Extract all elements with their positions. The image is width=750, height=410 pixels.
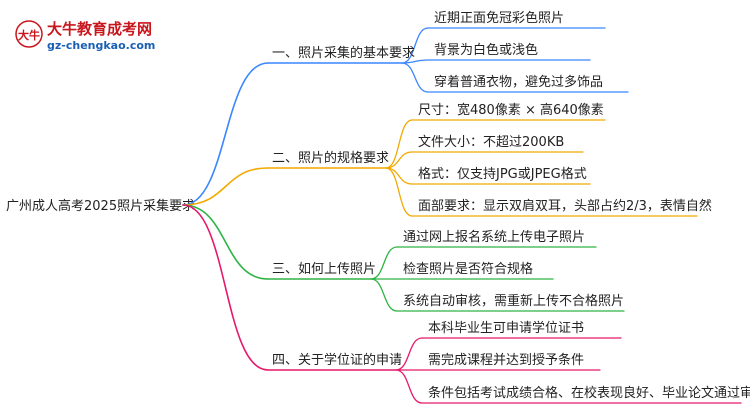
child-connector <box>395 369 423 404</box>
child-label: 近期正面免冠彩色照片 <box>434 10 564 26</box>
child-connector <box>385 151 413 169</box>
branch-label: 四、关于学位证的申请 <box>272 352 402 368</box>
child-connector <box>385 167 413 217</box>
child-connector <box>395 337 423 371</box>
logo-mark-text: 大牛 <box>18 28 40 42</box>
child-connector <box>401 62 429 93</box>
logo-title: 大牛教育成考网 <box>47 20 152 38</box>
connectors <box>182 27 742 404</box>
child-label: 穿着普通衣物，避免过多饰品 <box>434 74 603 90</box>
child-label: 系统自动审核，需重新上传不合格照片 <box>403 293 624 309</box>
child-connector <box>370 278 398 312</box>
logo-url: gz-chengkao.com <box>47 39 155 52</box>
branch-connector <box>182 204 269 371</box>
child-label: 通过网上报名系统上传电子照片 <box>403 229 585 245</box>
child-label: 条件包括考试成绩合格、在校表现良好、毕业论文通过审核 <box>428 385 750 401</box>
child-label: 格式：仅支持JPG或JPEG格式 <box>418 166 587 182</box>
branch-label: 三、如何上传照片 <box>272 261 376 277</box>
child-connector <box>385 119 413 169</box>
branch-connector <box>182 204 269 280</box>
root-node: 广州成人高考2025照片采集要求 <box>6 198 195 214</box>
child-connector <box>401 27 429 64</box>
child-label: 背景为白色或浅色 <box>434 42 538 58</box>
branch-label: 一、照片采集的基本要求 <box>272 45 415 61</box>
nodes: 一、照片采集的基本要求 近期正面免冠彩色照片背景为白色或浅色穿着普通衣物，避免过多… <box>272 10 750 401</box>
child-label: 文件大小：不超过200KB <box>418 135 564 150</box>
child-label: 检查照片是否符合规格 <box>403 261 533 277</box>
branch-label: 二、照片的规格要求 <box>272 150 389 166</box>
child-label: 需完成课程并达到授予条件 <box>428 352 584 368</box>
child-label: 面部要求：显示双肩双耳，头部占约2/3，表情自然 <box>418 198 712 214</box>
logo: 大牛 大牛教育成考网 gz-chengkao.com <box>15 20 155 52</box>
logo-mark <box>15 20 43 48</box>
child-connector <box>370 246 398 280</box>
child-label: 尺寸：宽480像素 × 高640像素 <box>418 102 604 118</box>
child-label: 本科毕业生可申请学位证书 <box>428 320 584 336</box>
branch-connector <box>182 167 269 206</box>
branch-connector <box>182 62 269 206</box>
child-connector <box>385 167 413 185</box>
